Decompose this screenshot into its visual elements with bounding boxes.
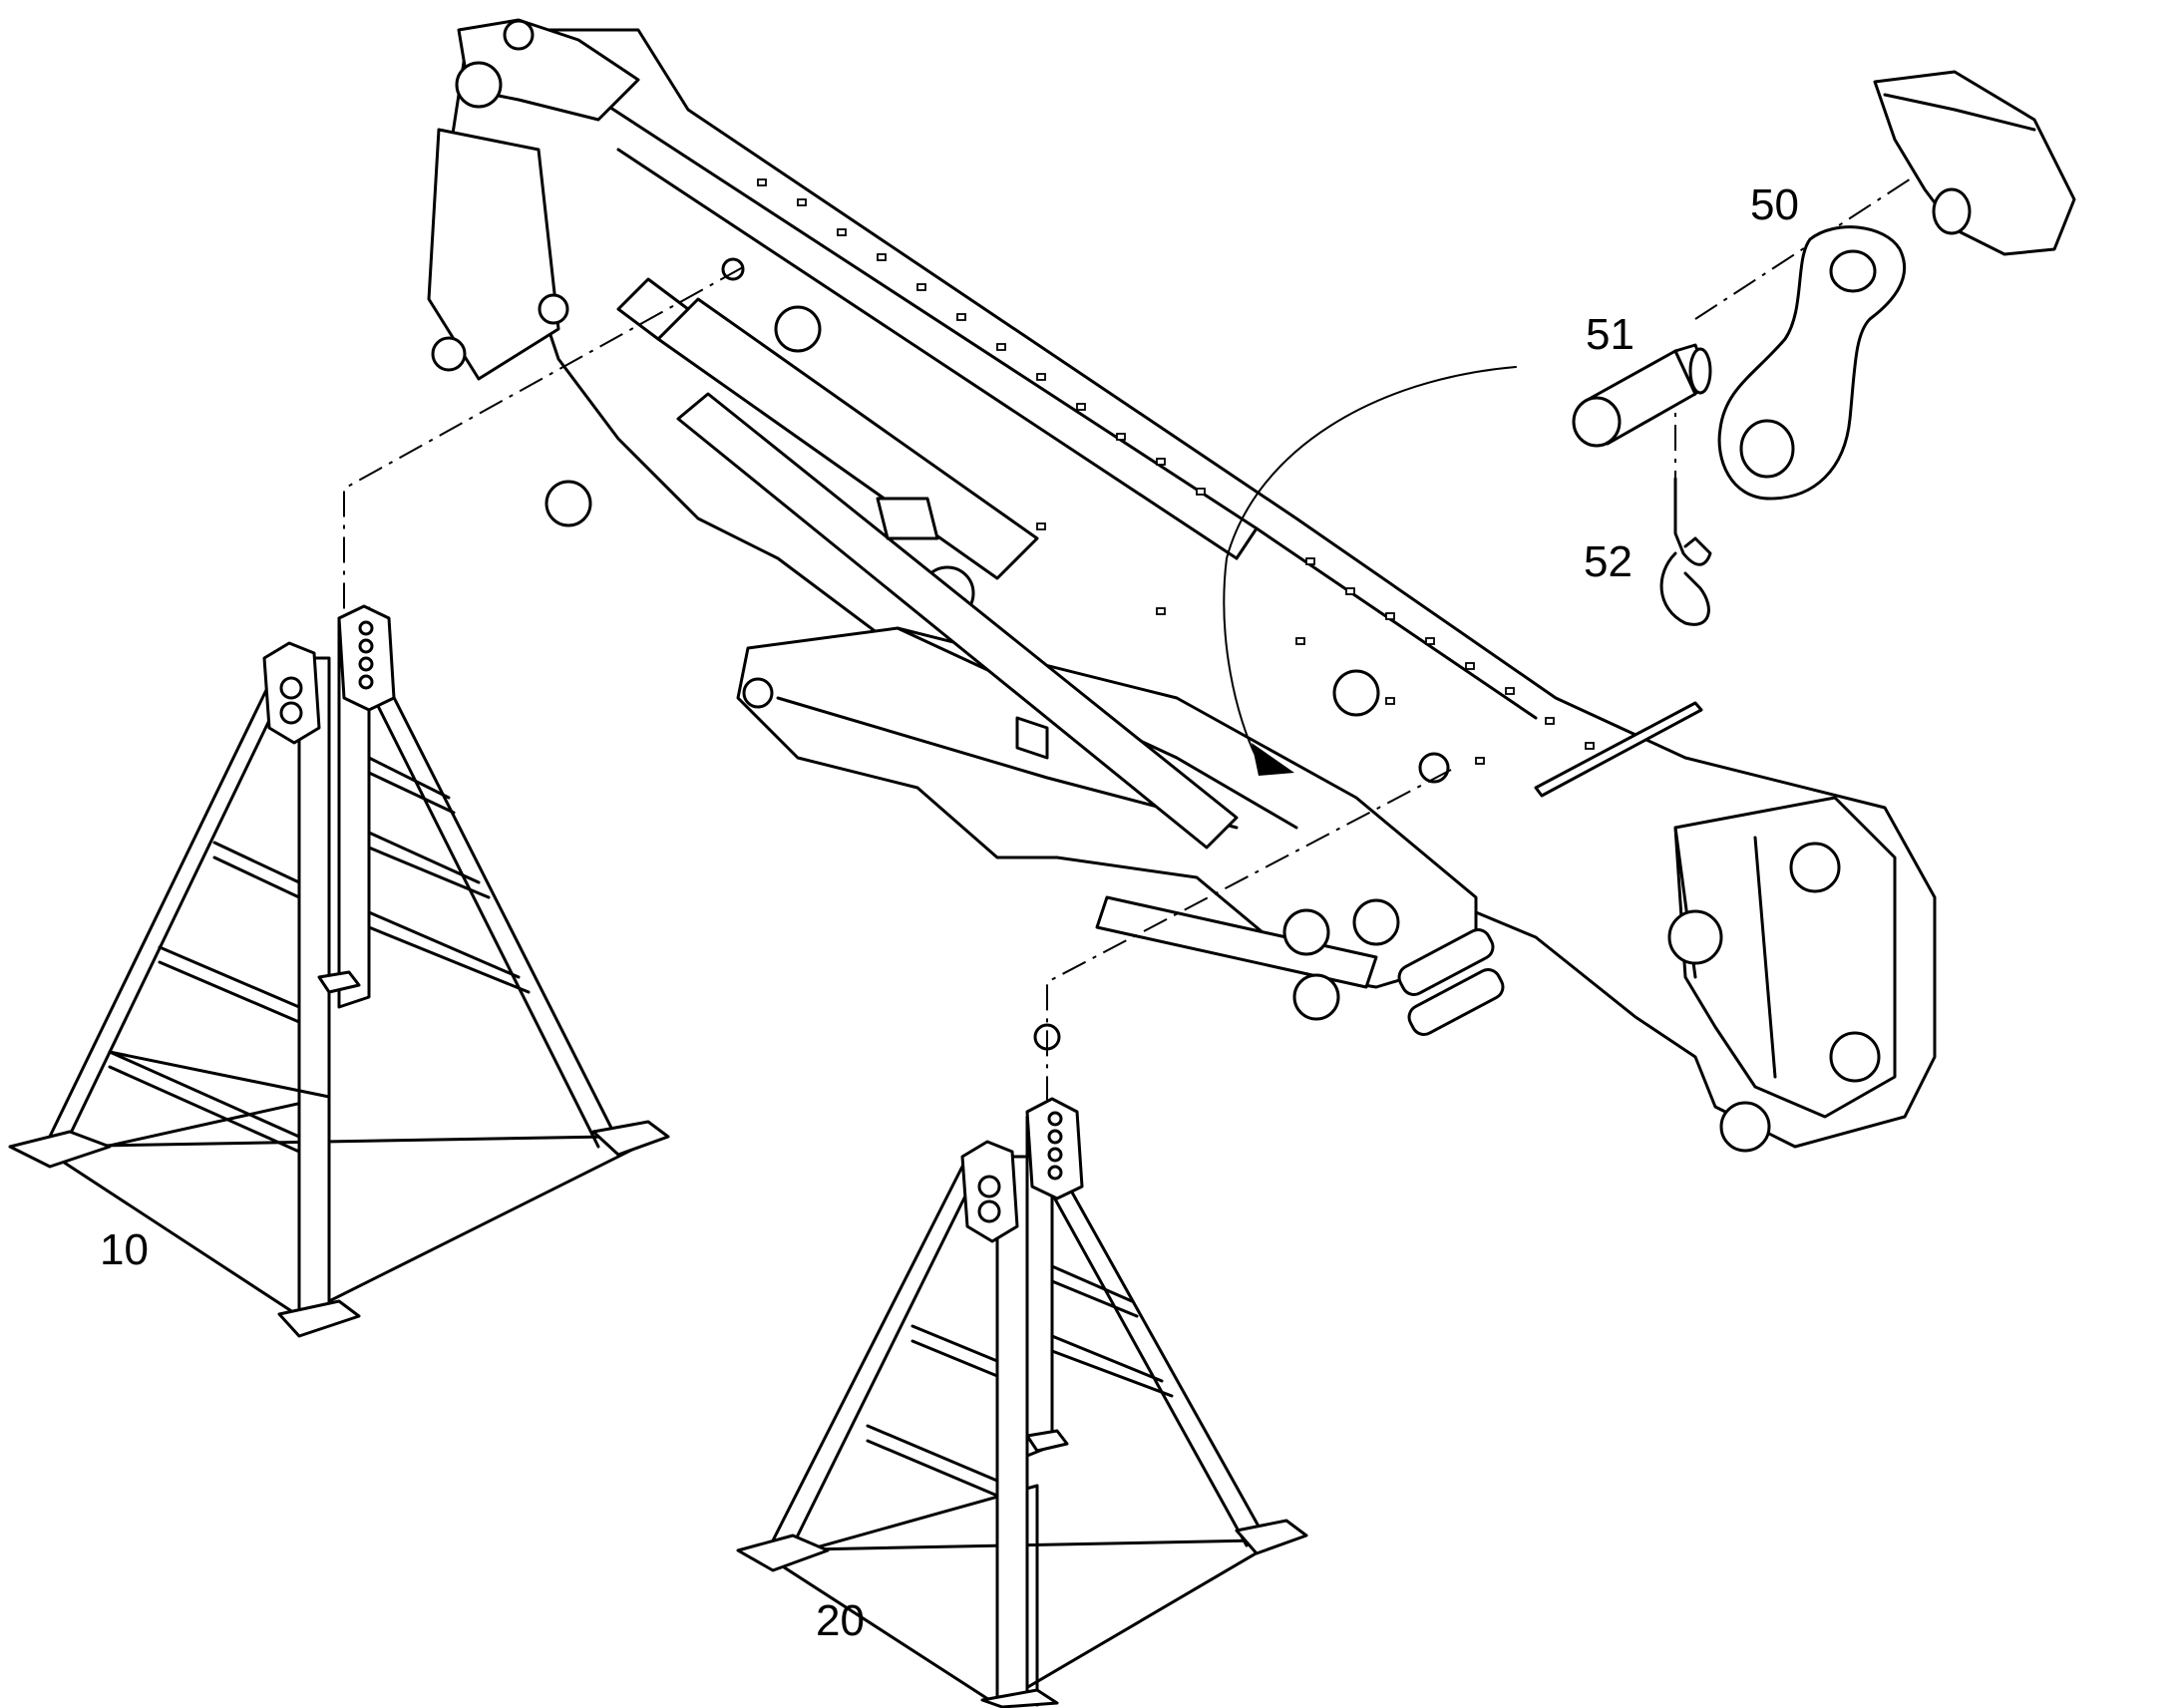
callout-52: 52 — [1584, 537, 1633, 586]
lower-hydraulic-cylinder — [676, 392, 1505, 1036]
callout-51: 51 — [1586, 310, 1635, 359]
support-stand-10 — [8, 604, 670, 1338]
mounting-bracket — [1873, 70, 2076, 256]
callout-50: 50 — [1750, 180, 1799, 229]
link-plate-50 — [1717, 225, 1907, 501]
pin-51 — [1572, 343, 1712, 448]
boom-rivets — [757, 178, 1595, 765]
clip-52 — [1659, 477, 1712, 626]
callout-10: 10 — [100, 1225, 149, 1274]
support-stand-20 — [736, 1097, 1308, 1708]
detail-leader-arrowhead — [1252, 743, 1294, 776]
detail-leader-arc — [1223, 366, 1517, 759]
boom-top-pivot — [427, 18, 1061, 1051]
callout-20: 20 — [816, 1596, 865, 1645]
boom-assembly — [427, 18, 1937, 1153]
